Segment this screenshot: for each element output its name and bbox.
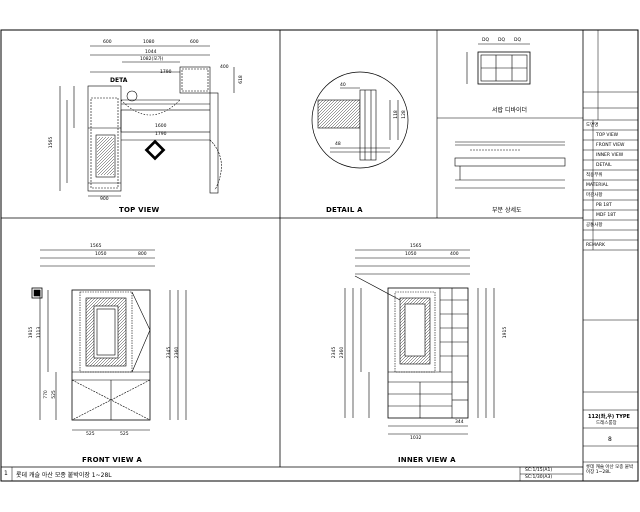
- drawer-divider-label: 서랍 디바이더: [492, 107, 528, 114]
- inner-dim-hb: 2360: [340, 346, 346, 359]
- footer-scale-1: SC:1/15(A1): [525, 468, 553, 473]
- tb-row-0: 도면명: [586, 123, 599, 128]
- drawer-divider-drawing: [466, 43, 531, 85]
- title-block-grid: [583, 30, 638, 463]
- top-dim-3: 600: [190, 40, 199, 45]
- tb-row-3: INNER VIEW: [596, 153, 624, 158]
- top-view-drawing: [59, 45, 235, 197]
- tb-row-1: TOP VIEW: [596, 133, 619, 138]
- footer-index: 1: [4, 470, 8, 477]
- detail-section-label: 부분 상세도: [492, 207, 522, 214]
- tb-row-9: MDF 18T: [596, 213, 616, 218]
- front-view-drawing: [31, 249, 187, 431]
- detail-dim-d: 48: [335, 142, 341, 147]
- tb-row-2: FRONT VIEW: [596, 143, 625, 148]
- tb-row-8: PB 18T: [596, 203, 612, 208]
- footer-grid: [11, 467, 583, 481]
- divider-dim-b: DQ: [498, 38, 506, 43]
- front-dim-b2: 525: [120, 432, 129, 437]
- front-dim-b1: 525: [86, 432, 95, 437]
- inner-dim-wa: 1050: [405, 252, 417, 257]
- tb-row-4: DETAIL: [596, 163, 612, 168]
- detail-a-drawing: [311, 71, 409, 169]
- top-dim-6: 1790: [160, 70, 172, 75]
- top-dim-5: 1082(모가): [140, 57, 164, 62]
- front-dim-ha: 1915: [29, 326, 35, 339]
- footer-title: 롯데 캐슬 아산 모종 붙박이장 1~28L: [16, 472, 112, 479]
- front-view-label: FRONT VIEW A: [82, 456, 142, 464]
- inner-view-drawing: [344, 249, 495, 435]
- detail-dim-a: 40: [340, 83, 346, 88]
- footer-scale-2: SC:1/30(A3): [525, 475, 553, 480]
- inner-dim-hc: 1915: [503, 326, 509, 339]
- inner-dim-wtotal: 1565: [410, 244, 422, 249]
- inner-dim-b1: 1032: [410, 436, 422, 441]
- front-dim-he: 770: [43, 390, 49, 399]
- tb-footer-title: 롯데 캐슬 아산 모종 붙박이장 1~28L: [586, 465, 634, 475]
- front-dim-wb: 800: [138, 252, 147, 257]
- top-dim-12: 400: [220, 65, 229, 70]
- top-dim-8: 1790: [155, 132, 167, 137]
- top-dim-7: 1600: [155, 124, 167, 129]
- top-dim-4: 1044: [145, 50, 157, 55]
- inner-dim-ha: 2345: [332, 346, 338, 359]
- inner-dim-wb: 400: [450, 252, 459, 257]
- inner-view-label: INNER VIEW A: [398, 456, 456, 464]
- front-dim-hf: 525: [51, 390, 57, 399]
- divider-dim-a: DQ: [482, 38, 490, 43]
- tb-row-7: 마감사항: [586, 193, 603, 198]
- detail-section-drawing: [454, 141, 566, 189]
- tb-type-sub: 드레스룸장: [596, 421, 617, 426]
- front-dim-wa: 1050: [95, 252, 107, 257]
- top-dim-11: 618: [238, 75, 244, 84]
- top-dim-2: 1080: [143, 40, 155, 45]
- front-dim-hc: 2345: [167, 346, 173, 359]
- top-dim-9: 1565: [49, 136, 55, 149]
- tb-row-6: MATERIAL: [586, 183, 609, 188]
- tb-row-5: 적용부위: [586, 173, 603, 178]
- top-view-label: TOP VIEW: [119, 206, 160, 214]
- detail-dim-b: 118: [393, 110, 399, 119]
- top-dim-10: 900: [100, 197, 109, 202]
- detail-a-label: DETAIL A: [326, 206, 363, 214]
- top-dim-1: 600: [103, 40, 112, 45]
- tb-type-label: 112(좌,우) TYPE: [588, 414, 630, 420]
- top-detail-tag: DETA: [110, 77, 128, 84]
- tb-row-11: REMARK: [586, 243, 606, 248]
- front-dim-hb: 1113: [37, 326, 43, 339]
- divider-dim-c: DQ: [514, 38, 522, 43]
- tb-sheet-no: 8: [608, 436, 612, 443]
- front-dim-wtotal: 1565: [90, 244, 102, 249]
- sheet-border: [0, 29, 639, 482]
- tb-row-10: 공통사항: [586, 223, 603, 228]
- detail-dim-c: 128: [401, 110, 407, 119]
- inner-dim-b2: 344: [455, 420, 464, 425]
- front-dim-hd: 2360: [175, 346, 181, 359]
